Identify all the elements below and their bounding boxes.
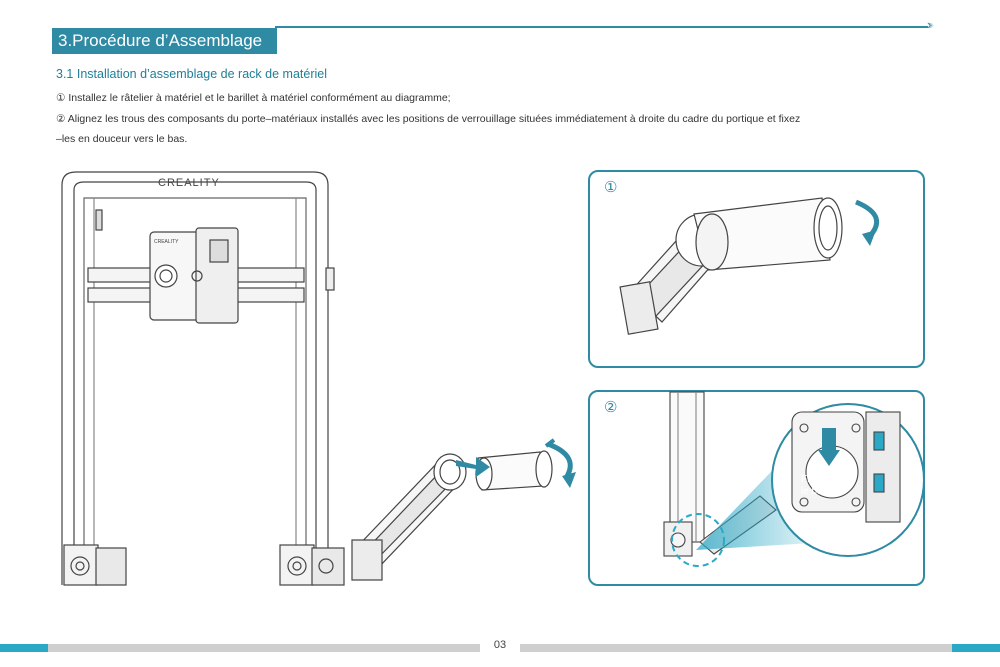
chapter-title: 3.Procédure d’Assemblage <box>52 28 276 54</box>
page-number: 03 <box>493 639 507 651</box>
footer-bar-left <box>48 644 480 652</box>
header-rule <box>276 26 928 28</box>
header-divider-vertical <box>275 26 277 54</box>
callout-fix-down: Fixez vers le bas <box>801 474 861 498</box>
printer-brand-label: CREALITY <box>158 177 220 189</box>
instruction-step-2-continued: –les en douceur vers le bas. <box>56 133 188 145</box>
detail-panel-1: ① <box>588 170 925 368</box>
instruction-step-2: ② Alignez les trous des composants du po… <box>56 113 801 125</box>
panel-number-2: ② <box>604 399 618 416</box>
callout-line-1: Fixez vers <box>801 474 847 485</box>
section-title: 3.1 Installation d’assemblage de rack de… <box>56 67 327 81</box>
footer-bar-right <box>520 644 952 652</box>
instruction-step-1: ① Installez le râtelier à matériel et le… <box>56 92 451 104</box>
panel-number-1: ① <box>604 179 618 196</box>
panel2-illustration <box>663 391 925 567</box>
panel1-illustration <box>619 197 880 335</box>
callout-line-2: le bas <box>801 486 828 497</box>
footer-accent-left <box>0 644 48 652</box>
footer-accent-right <box>952 644 1000 652</box>
toolhead-brand-label: CREALITY <box>154 239 179 245</box>
detail-panel-2: ② <box>588 390 925 586</box>
